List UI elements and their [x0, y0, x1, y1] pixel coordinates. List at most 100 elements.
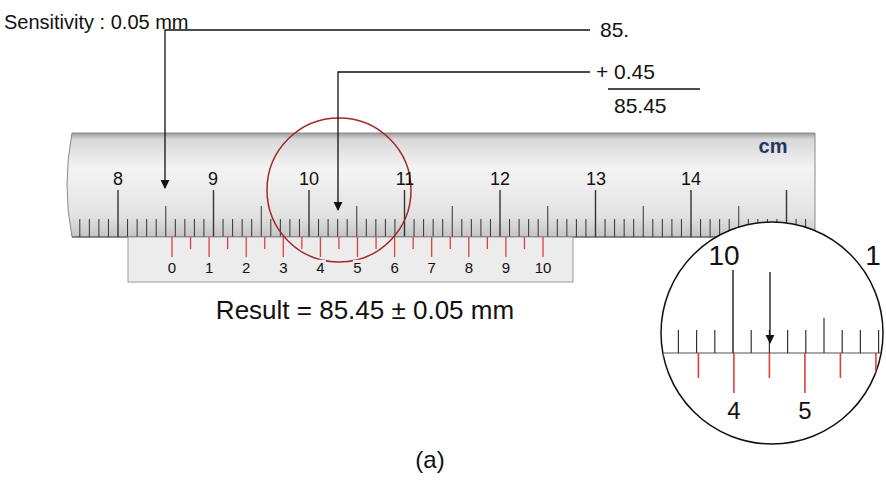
vernier-tick	[357, 237, 358, 257]
zoom-tick	[860, 330, 861, 353]
vernier-tick	[246, 237, 247, 257]
main-tick	[700, 219, 701, 237]
main-tick	[223, 219, 224, 237]
vernier-tick	[394, 237, 395, 257]
main-tick	[289, 219, 290, 237]
main-scale-ticks	[80, 190, 806, 237]
main-tick	[184, 219, 185, 237]
main-tick	[251, 219, 252, 237]
main-tick	[423, 219, 424, 237]
vernier-tick	[412, 237, 413, 249]
main-tick	[605, 219, 606, 237]
zoom-circle	[661, 222, 883, 444]
zoom-main-number: 10	[708, 241, 739, 272]
main-tick	[117, 190, 118, 237]
main-tick	[213, 190, 214, 237]
main-scale-number: 13	[586, 170, 606, 190]
main-tick	[433, 219, 434, 237]
vernier-tick	[542, 237, 543, 257]
vernier-number: 1	[204, 260, 214, 277]
main-tick	[576, 219, 577, 237]
vernier-tick	[338, 237, 339, 249]
result-text: Result = 85.45 ± 0.05 mm	[216, 296, 514, 325]
unit-label: cm	[759, 135, 788, 157]
main-tick	[175, 219, 176, 237]
main-tick	[662, 219, 663, 237]
main-tick	[347, 219, 348, 237]
main-tick	[328, 219, 329, 237]
main-tick	[490, 219, 491, 237]
zoom-tick	[878, 330, 879, 353]
vernier-number: 5	[352, 260, 362, 277]
zoom-tick	[804, 353, 806, 393]
main-tick	[643, 206, 644, 237]
main-tick	[538, 219, 539, 237]
vernier-tick	[375, 237, 376, 249]
main-tick	[404, 190, 405, 237]
zoom-tick	[696, 330, 697, 353]
main-tick	[461, 219, 462, 237]
zoom-tick	[840, 353, 842, 378]
main-scale-number: 8	[113, 170, 123, 190]
highlight-circle	[267, 118, 411, 262]
zoom-tick	[732, 270, 734, 353]
main-tick	[242, 219, 243, 237]
main-tick	[203, 219, 204, 237]
main-tick	[261, 206, 262, 237]
main-tick	[127, 219, 128, 237]
zoom-tick	[627, 353, 629, 378]
main-tick	[337, 219, 338, 237]
zoom-vernier-number: 5	[798, 398, 811, 424]
sensitivity-arrow	[165, 30, 590, 188]
vernier-tick	[450, 237, 451, 249]
main-tick	[232, 219, 233, 237]
vernier-scale	[128, 237, 573, 282]
zoom-tick	[751, 330, 752, 353]
main-tick	[194, 219, 195, 237]
main-tick	[471, 219, 472, 237]
zoom-tick	[662, 353, 664, 393]
vernier-tick	[505, 237, 506, 257]
main-tick	[595, 190, 596, 237]
vernier-tick	[190, 237, 191, 249]
zoom-ticks	[624, 270, 886, 393]
zoom-vernier-number: 4	[727, 398, 740, 424]
main-tick	[614, 219, 615, 237]
reading-main: 85.	[600, 18, 629, 41]
vernier-ticks	[172, 237, 543, 257]
main-tick	[452, 206, 453, 237]
vernier-reading-arrow	[338, 72, 590, 210]
main-tick	[414, 219, 415, 237]
zoom-tick	[698, 353, 700, 378]
main-tick	[499, 190, 500, 237]
main-tick	[710, 219, 711, 237]
sum-underline	[608, 88, 700, 89]
main-tick	[385, 219, 386, 237]
main-tick	[318, 219, 319, 237]
vernier-tick	[524, 237, 525, 249]
zoom-tick	[875, 353, 877, 393]
vernier-tick	[320, 237, 321, 257]
main-tick	[156, 219, 157, 237]
main-tick	[681, 219, 682, 237]
sensitivity-note: Sensitivity : 0.05 mm	[4, 11, 189, 33]
zoom-tick	[714, 330, 715, 353]
vernier-number: 2	[241, 260, 251, 277]
vernier-tick	[468, 237, 469, 257]
vernier-number: 3	[278, 260, 288, 277]
zoom-main-number: 1	[865, 241, 881, 272]
main-tick	[624, 219, 625, 237]
main-tick	[566, 219, 567, 237]
main-tick	[98, 219, 99, 237]
vernier-number: 10	[534, 260, 553, 277]
main-scale-number: 10	[299, 170, 319, 190]
main-scale-number: 9	[208, 170, 218, 190]
zoom-tick	[660, 330, 661, 353]
vernier-number: 8	[464, 260, 474, 277]
vernier-tick	[264, 237, 265, 249]
main-tick	[146, 219, 147, 237]
zoom-tick	[787, 330, 788, 353]
vernier-number: 4	[315, 260, 325, 277]
zoom-tick	[842, 330, 843, 353]
